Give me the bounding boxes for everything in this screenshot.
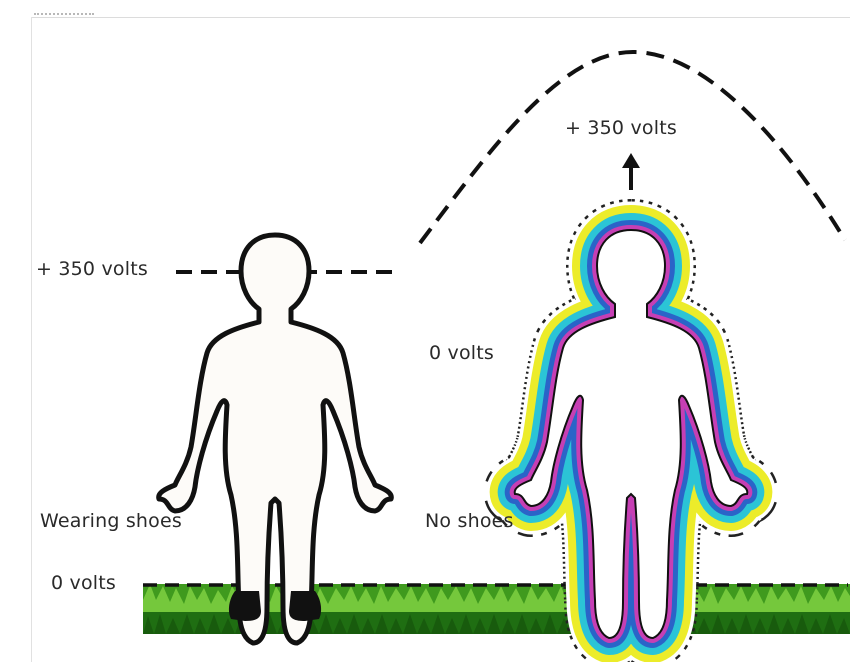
ground-0-volts-label: 0 volts — [51, 572, 116, 594]
left-350-volts-label: + 350 volts — [36, 258, 148, 280]
wearing-shoes-caption: Wearing shoes — [40, 510, 182, 532]
person-no-shoes-aura — [515, 230, 748, 638]
no-shoes-caption: No shoes — [425, 510, 514, 532]
up-arrow-icon — [622, 153, 640, 190]
right-350-volts-label: + 350 volts — [565, 117, 677, 139]
right-shoe-icon — [289, 591, 321, 621]
right-body-0-volts-label: 0 volts — [429, 342, 494, 364]
left-shoe-icon — [229, 591, 261, 621]
person-wearing-shoes — [159, 235, 392, 643]
